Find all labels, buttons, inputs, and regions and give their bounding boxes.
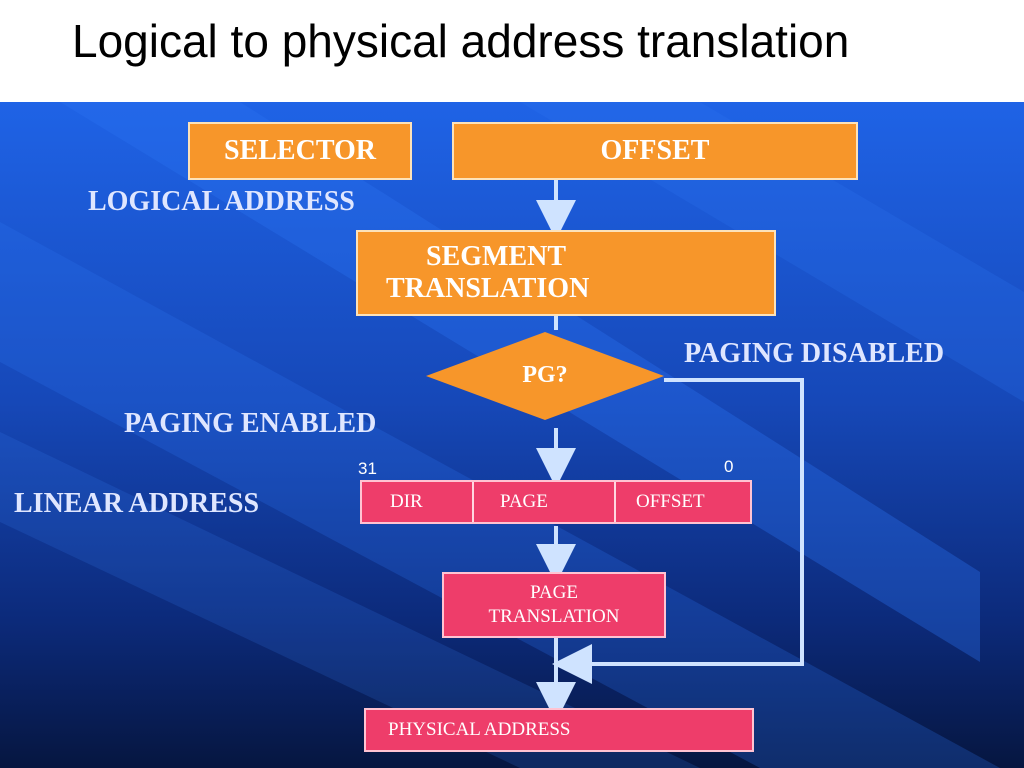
paging-disabled-label: PAGING DISABLED [684, 338, 945, 369]
page-line2: TRANSLATION [488, 606, 620, 627]
physical-address-box: PHYSICAL ADDRESS [364, 708, 754, 752]
pg-decision-diamond [426, 332, 664, 420]
diagram-panel: SELECTOR OFFSET LOGICAL ADDRESS SEGMENT … [0, 102, 1024, 768]
page-line1: PAGE [530, 582, 578, 603]
segment-translation-box: SEGMENT TRANSLATION [356, 230, 776, 316]
arrow-paging-disabled-bypass [552, 378, 804, 684]
segment-line1: SEGMENT [426, 241, 567, 272]
bit-0-label: 0 [724, 457, 734, 476]
linear-address-box: DIR PAGE OFFSET [360, 480, 752, 524]
linear-address-label: LINEAR ADDRESS [14, 488, 260, 519]
paging-enabled-label: PAGING ENABLED [124, 408, 377, 439]
offset-box: OFFSET [452, 122, 858, 180]
bit-31-label: 31 [358, 459, 377, 478]
connector-arrows [536, 178, 804, 722]
logical-address-label: LOGICAL ADDRESS [88, 186, 355, 217]
linear-offset-field: OFFSET [636, 491, 705, 512]
segment-line2: TRANSLATION [386, 273, 590, 304]
page-translation-box: PAGE TRANSLATION [442, 572, 666, 638]
linear-dir-field: DIR [362, 482, 474, 522]
slide-title: Logical to physical address translation [72, 15, 850, 67]
pg-decision-label: PG? [522, 361, 568, 388]
linear-page-field: PAGE [474, 482, 616, 522]
selector-box: SELECTOR [188, 122, 412, 180]
